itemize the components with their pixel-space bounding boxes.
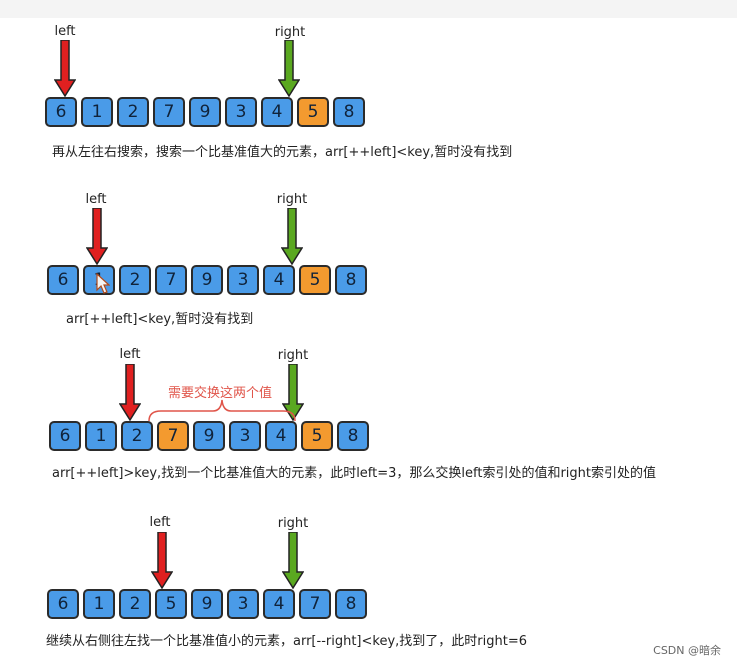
left-label: left xyxy=(119,347,141,362)
array-cell: 7 xyxy=(157,421,189,451)
right-label: right xyxy=(277,516,309,531)
left-label: left xyxy=(149,515,171,530)
array-cell: 7 xyxy=(299,589,331,619)
array-cell: 5 xyxy=(299,265,331,295)
array-cell: 9 xyxy=(189,97,221,127)
array-cell: 9 xyxy=(191,589,223,619)
array-cell: 4 xyxy=(261,97,293,127)
array-cell: 6 xyxy=(45,97,77,127)
array-cell: 1 xyxy=(85,421,117,451)
left-arrow-icon xyxy=(54,40,76,98)
array-cell: 8 xyxy=(333,97,365,127)
array-cell: 3 xyxy=(229,421,261,451)
right-arrow-icon xyxy=(282,532,304,590)
array-cell: 3 xyxy=(225,97,257,127)
array-cell: 2 xyxy=(117,97,149,127)
left-arrow-icon xyxy=(119,364,141,422)
step-caption: arr[++left]>key,找到一个比基准值大的元素，此时left=3，那么… xyxy=(52,466,657,481)
array-cell: 6 xyxy=(47,589,79,619)
left-label: left xyxy=(54,24,76,39)
step-caption: arr[++left]<key,暂时没有找到 xyxy=(66,312,254,327)
left-arrow-icon xyxy=(151,532,173,590)
array-cell: 4 xyxy=(263,265,295,295)
swap-brace-icon xyxy=(148,399,296,422)
watermark: CSDN @暗余 xyxy=(653,644,721,657)
array-cell: 6 xyxy=(47,265,79,295)
top-bar xyxy=(0,0,737,18)
right-arrow-icon xyxy=(282,364,304,422)
right-label: right xyxy=(277,348,309,363)
array-cell: 7 xyxy=(155,265,187,295)
array-cell: 3 xyxy=(227,589,259,619)
array-cell: 1 xyxy=(83,589,115,619)
array-cell: 5 xyxy=(155,589,187,619)
array-cell: 7 xyxy=(153,97,185,127)
left-label: left xyxy=(85,192,107,207)
array-cell: 2 xyxy=(119,589,151,619)
right-arrow-icon xyxy=(278,40,300,98)
right-label: right xyxy=(274,25,306,40)
array-cell: 8 xyxy=(335,265,367,295)
array-cell: 5 xyxy=(297,97,329,127)
array-cell: 9 xyxy=(191,265,223,295)
step-caption: 再从左往右搜索，搜索一个比基准值大的元素，arr[++left]<key,暂时没… xyxy=(52,145,513,160)
array-cell: 2 xyxy=(121,421,153,451)
array-cell: 8 xyxy=(337,421,369,451)
array-cell: 9 xyxy=(193,421,225,451)
array-cell: 2 xyxy=(119,265,151,295)
array-cell: 4 xyxy=(265,421,297,451)
swap-brace-label: 需要交换这两个值 xyxy=(168,386,273,401)
array-cell: 4 xyxy=(263,589,295,619)
array-cell: 5 xyxy=(301,421,333,451)
array-cell: 8 xyxy=(335,589,367,619)
array-cell: 6 xyxy=(49,421,81,451)
right-label: right xyxy=(276,192,308,207)
array-cell: 1 xyxy=(81,97,113,127)
right-arrow-icon xyxy=(281,208,303,266)
array-cell: 3 xyxy=(227,265,259,295)
left-arrow-icon xyxy=(86,208,108,266)
mouse-cursor-icon xyxy=(96,273,110,294)
step-caption: 继续从右侧往左找一个比基准值小的元素，arr[--right]<key,找到了，… xyxy=(46,634,527,649)
